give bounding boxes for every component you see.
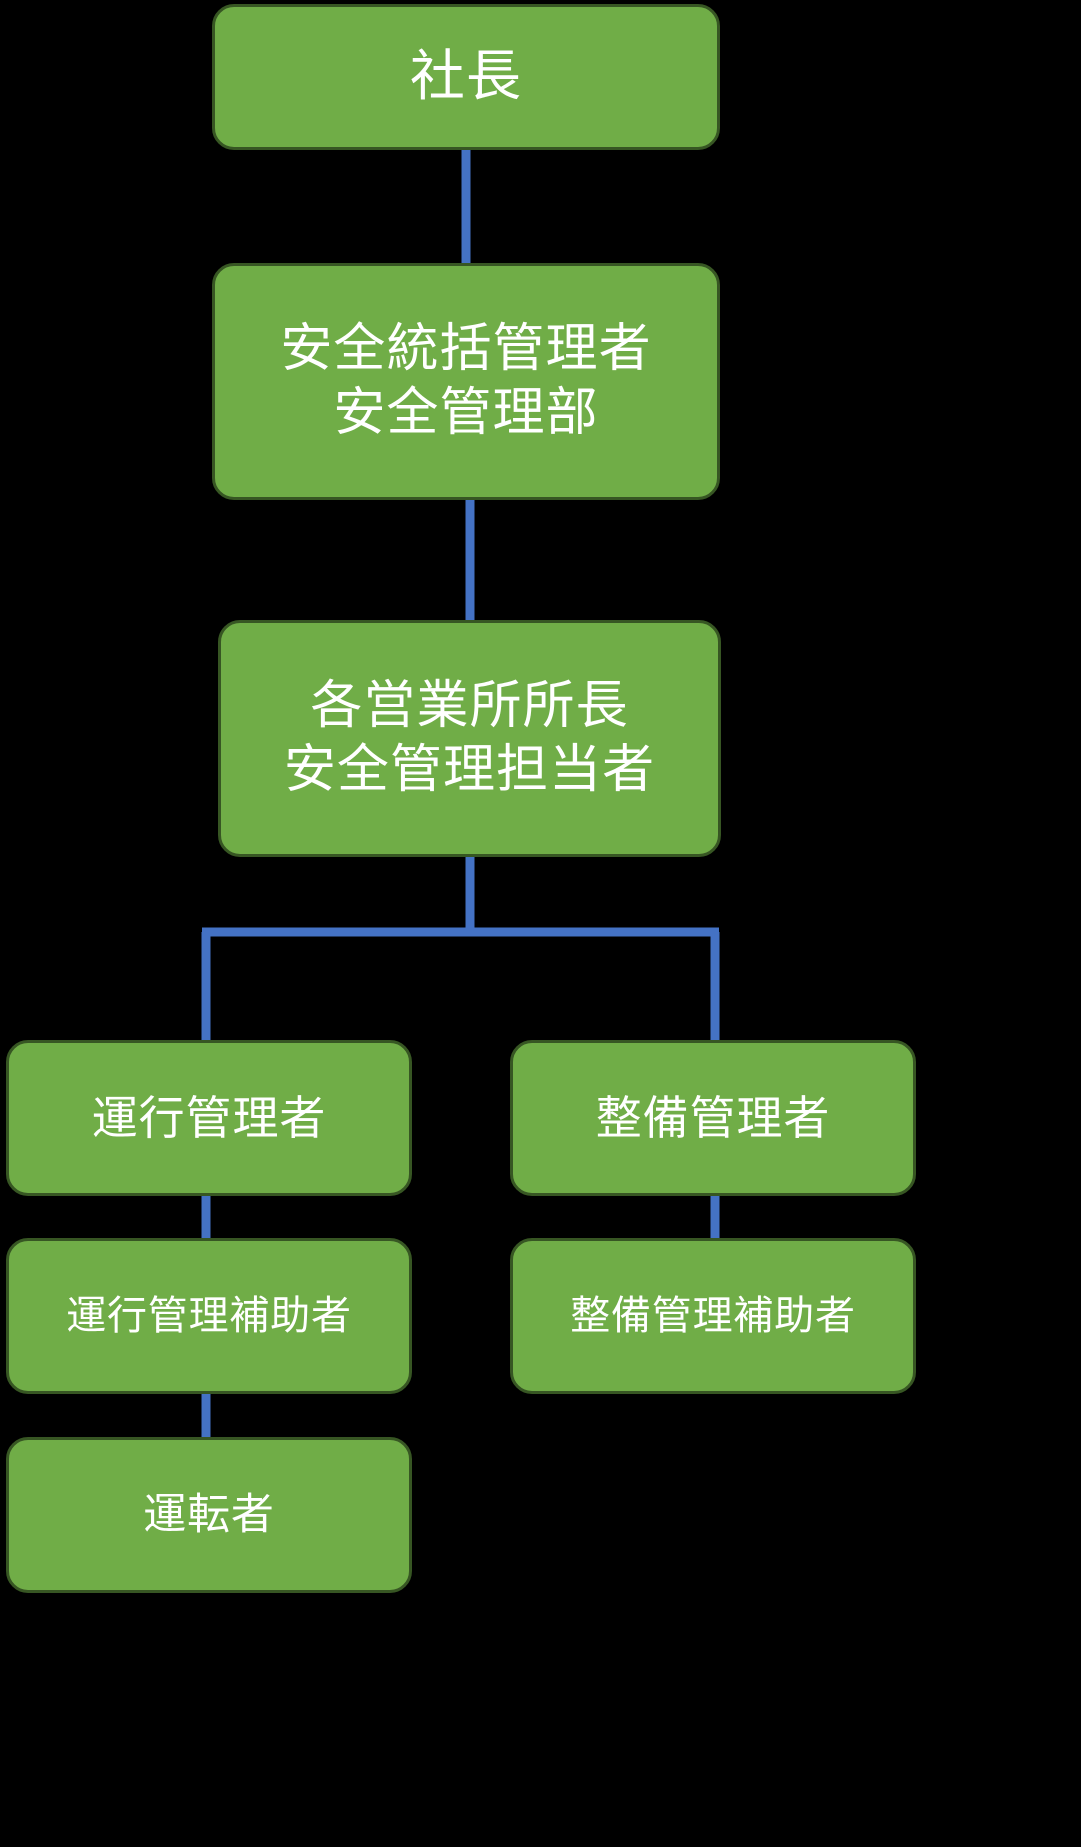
node-safety-general-manager-label: 安全統括管理者 安全管理部: [215, 318, 717, 445]
node-maintenance-assistant-label: 整備管理補助者: [513, 1292, 913, 1341]
node-branch-office-manager[interactable]: 各営業所所長 安全管理担当者: [218, 620, 721, 857]
node-branch-office-manager-label: 各営業所所長 安全管理担当者: [221, 675, 718, 802]
node-driver-line-1: 運転者: [143, 1490, 275, 1539]
node-president-label: 社長: [215, 43, 717, 110]
node-president[interactable]: 社長: [212, 4, 720, 150]
node-operations-manager-label: 運行管理者: [9, 1090, 409, 1146]
node-maintenance-manager-line-1: 整備管理者: [595, 1091, 831, 1144]
node-maintenance-manager-label: 整備管理者: [513, 1090, 913, 1146]
node-operations-assistant-line-1: 運行管理補助者: [66, 1293, 352, 1338]
node-safety-general-manager[interactable]: 安全統括管理者 安全管理部: [212, 263, 720, 500]
node-maintenance-assistant-line-1: 整備管理補助者: [570, 1293, 856, 1338]
node-branch-office-manager-line-2: 安全管理担当者: [283, 740, 656, 799]
node-driver-label: 運転者: [9, 1489, 409, 1541]
node-maintenance-assistant[interactable]: 整備管理補助者: [510, 1238, 916, 1394]
node-operations-manager[interactable]: 運行管理者: [6, 1040, 412, 1196]
node-safety-general-manager-line-2: 安全管理部: [333, 383, 599, 442]
node-operations-assistant[interactable]: 運行管理補助者: [6, 1238, 412, 1394]
node-operations-manager-line-1: 運行管理者: [91, 1091, 327, 1144]
node-maintenance-manager[interactable]: 整備管理者: [510, 1040, 916, 1196]
node-driver[interactable]: 運転者: [6, 1437, 412, 1593]
node-branch-office-manager-line-1: 各営業所所長: [310, 677, 629, 736]
node-safety-general-manager-line-1: 安全統括管理者: [280, 320, 652, 379]
node-operations-assistant-label: 運行管理補助者: [9, 1292, 409, 1341]
node-president-line-1: 社長: [409, 45, 523, 108]
